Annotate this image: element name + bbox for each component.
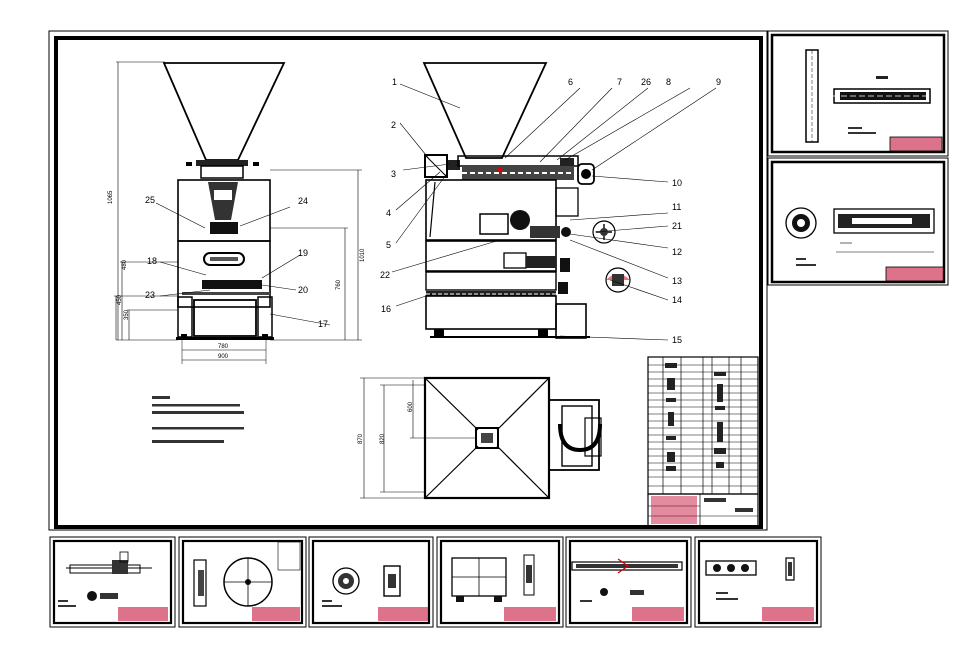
part-number: 7 [617,77,622,87]
part-drawing-sheet [178,536,307,628]
dim-label: 900 [218,354,229,360]
part-drawing-sheet [694,536,822,628]
part-number: 14 [672,295,682,305]
dim-label: 870 [358,433,364,444]
parts-list-table [647,356,759,527]
part-number: 5 [386,240,391,250]
part-number: 20 [298,285,308,295]
dim-label: 820 [380,433,386,444]
part-number: 25 [145,195,155,205]
part-number: 15 [672,335,682,345]
main-assembly-sheet: 1065 1010 760 480 450 350 780 900 [48,30,768,531]
front-view: 1 2 3 4 5 6 7 26 8 9 10 11 21 12 13 22 1… [380,62,721,345]
dim-label: 350 [124,309,130,320]
part-number: 23 [145,290,155,300]
part-number: 10 [672,178,682,188]
part-number: 19 [298,248,308,258]
dim-label: 760 [336,279,342,290]
part-drawing-sheet [308,536,434,628]
dim-label: 1065 [108,190,114,204]
part-number: 6 [568,77,573,87]
dim-label: 600 [408,401,414,412]
part-number: 17 [318,319,328,329]
part-number: 9 [716,77,721,87]
part-drawing-sheet [436,536,564,628]
part-number: 1 [392,77,397,87]
part-drawing-sheet [49,536,176,628]
part-number: 8 [666,77,671,87]
part-number: 16 [381,304,391,314]
part-number: 3 [391,169,396,179]
dim-label: 1010 [360,248,366,262]
part-number: 26 [641,77,651,87]
part-number: 18 [147,256,157,266]
part-number: 4 [386,208,391,218]
part-number: 22 [380,270,390,280]
dim-label: 780 [218,344,229,350]
dim-label: 450 [117,294,123,305]
part-number: 2 [391,120,396,130]
top-view: 870 820 600 [358,376,602,500]
side-view: 1065 1010 760 480 450 350 780 900 [108,61,366,364]
technical-notes [152,396,244,443]
part-number: 12 [672,247,682,257]
part-drawing-sheet [565,536,692,628]
part-number: 13 [672,276,682,286]
dim-label: 480 [122,259,128,270]
part-number: 21 [672,221,682,231]
part-drawing-sheet [767,157,949,286]
part-drawing-sheet [767,30,949,157]
part-number: 11 [672,202,681,212]
part-number: 24 [298,196,308,206]
